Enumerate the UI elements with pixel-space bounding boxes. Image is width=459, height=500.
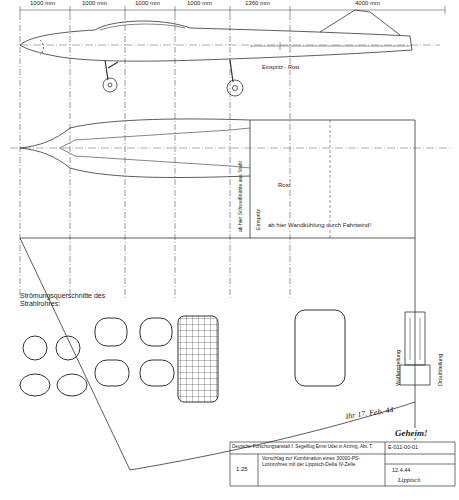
dimension-text: 4000 mm bbox=[355, 0, 380, 7]
drawing-number: E-011-00-01 bbox=[388, 444, 418, 450]
signature: Ihr 17. Feb. 44 bbox=[345, 405, 394, 421]
part-label: Einspritz bbox=[255, 209, 261, 230]
part-label: Einspritz - Rost bbox=[262, 64, 299, 70]
dimension-text: 1000 mm bbox=[135, 0, 160, 7]
title-block-text: Vorschlag zur Kombination eines 30000-PS… bbox=[262, 456, 382, 468]
dimension-lines bbox=[20, 6, 445, 300]
part-label: Rost bbox=[278, 182, 290, 189]
title-block-text: Deutsche Forschungsanstalt f. Segelflug … bbox=[232, 444, 382, 449]
dimension-text: 1000 mm bbox=[30, 0, 55, 7]
dimension-text: 1360 mm bbox=[245, 0, 270, 7]
signature: Lippisch bbox=[398, 476, 420, 483]
note-text: ab hier Schweißnähte aus Stahl bbox=[238, 161, 244, 232]
plan-view bbox=[10, 119, 450, 470]
view-label: Draufstellung bbox=[437, 354, 443, 386]
dimension-text: 1000 mm bbox=[187, 0, 212, 7]
stamp: Geheim! bbox=[395, 428, 428, 438]
dimension-text: 1000 mm bbox=[82, 0, 107, 7]
view-label: Waffenstellung bbox=[395, 350, 401, 386]
date-text: 12.4.44 bbox=[392, 467, 410, 473]
note-text: ab hier Wandkühlung durch Fahrtwind! bbox=[268, 222, 371, 229]
section-heading: Strömungsquerschnitte des Strahlrohres: bbox=[20, 292, 130, 308]
scale-text: 1:25 bbox=[236, 466, 248, 473]
side-view bbox=[20, 10, 440, 96]
title-block bbox=[230, 442, 455, 486]
flow-cross-sections bbox=[20, 310, 430, 402]
